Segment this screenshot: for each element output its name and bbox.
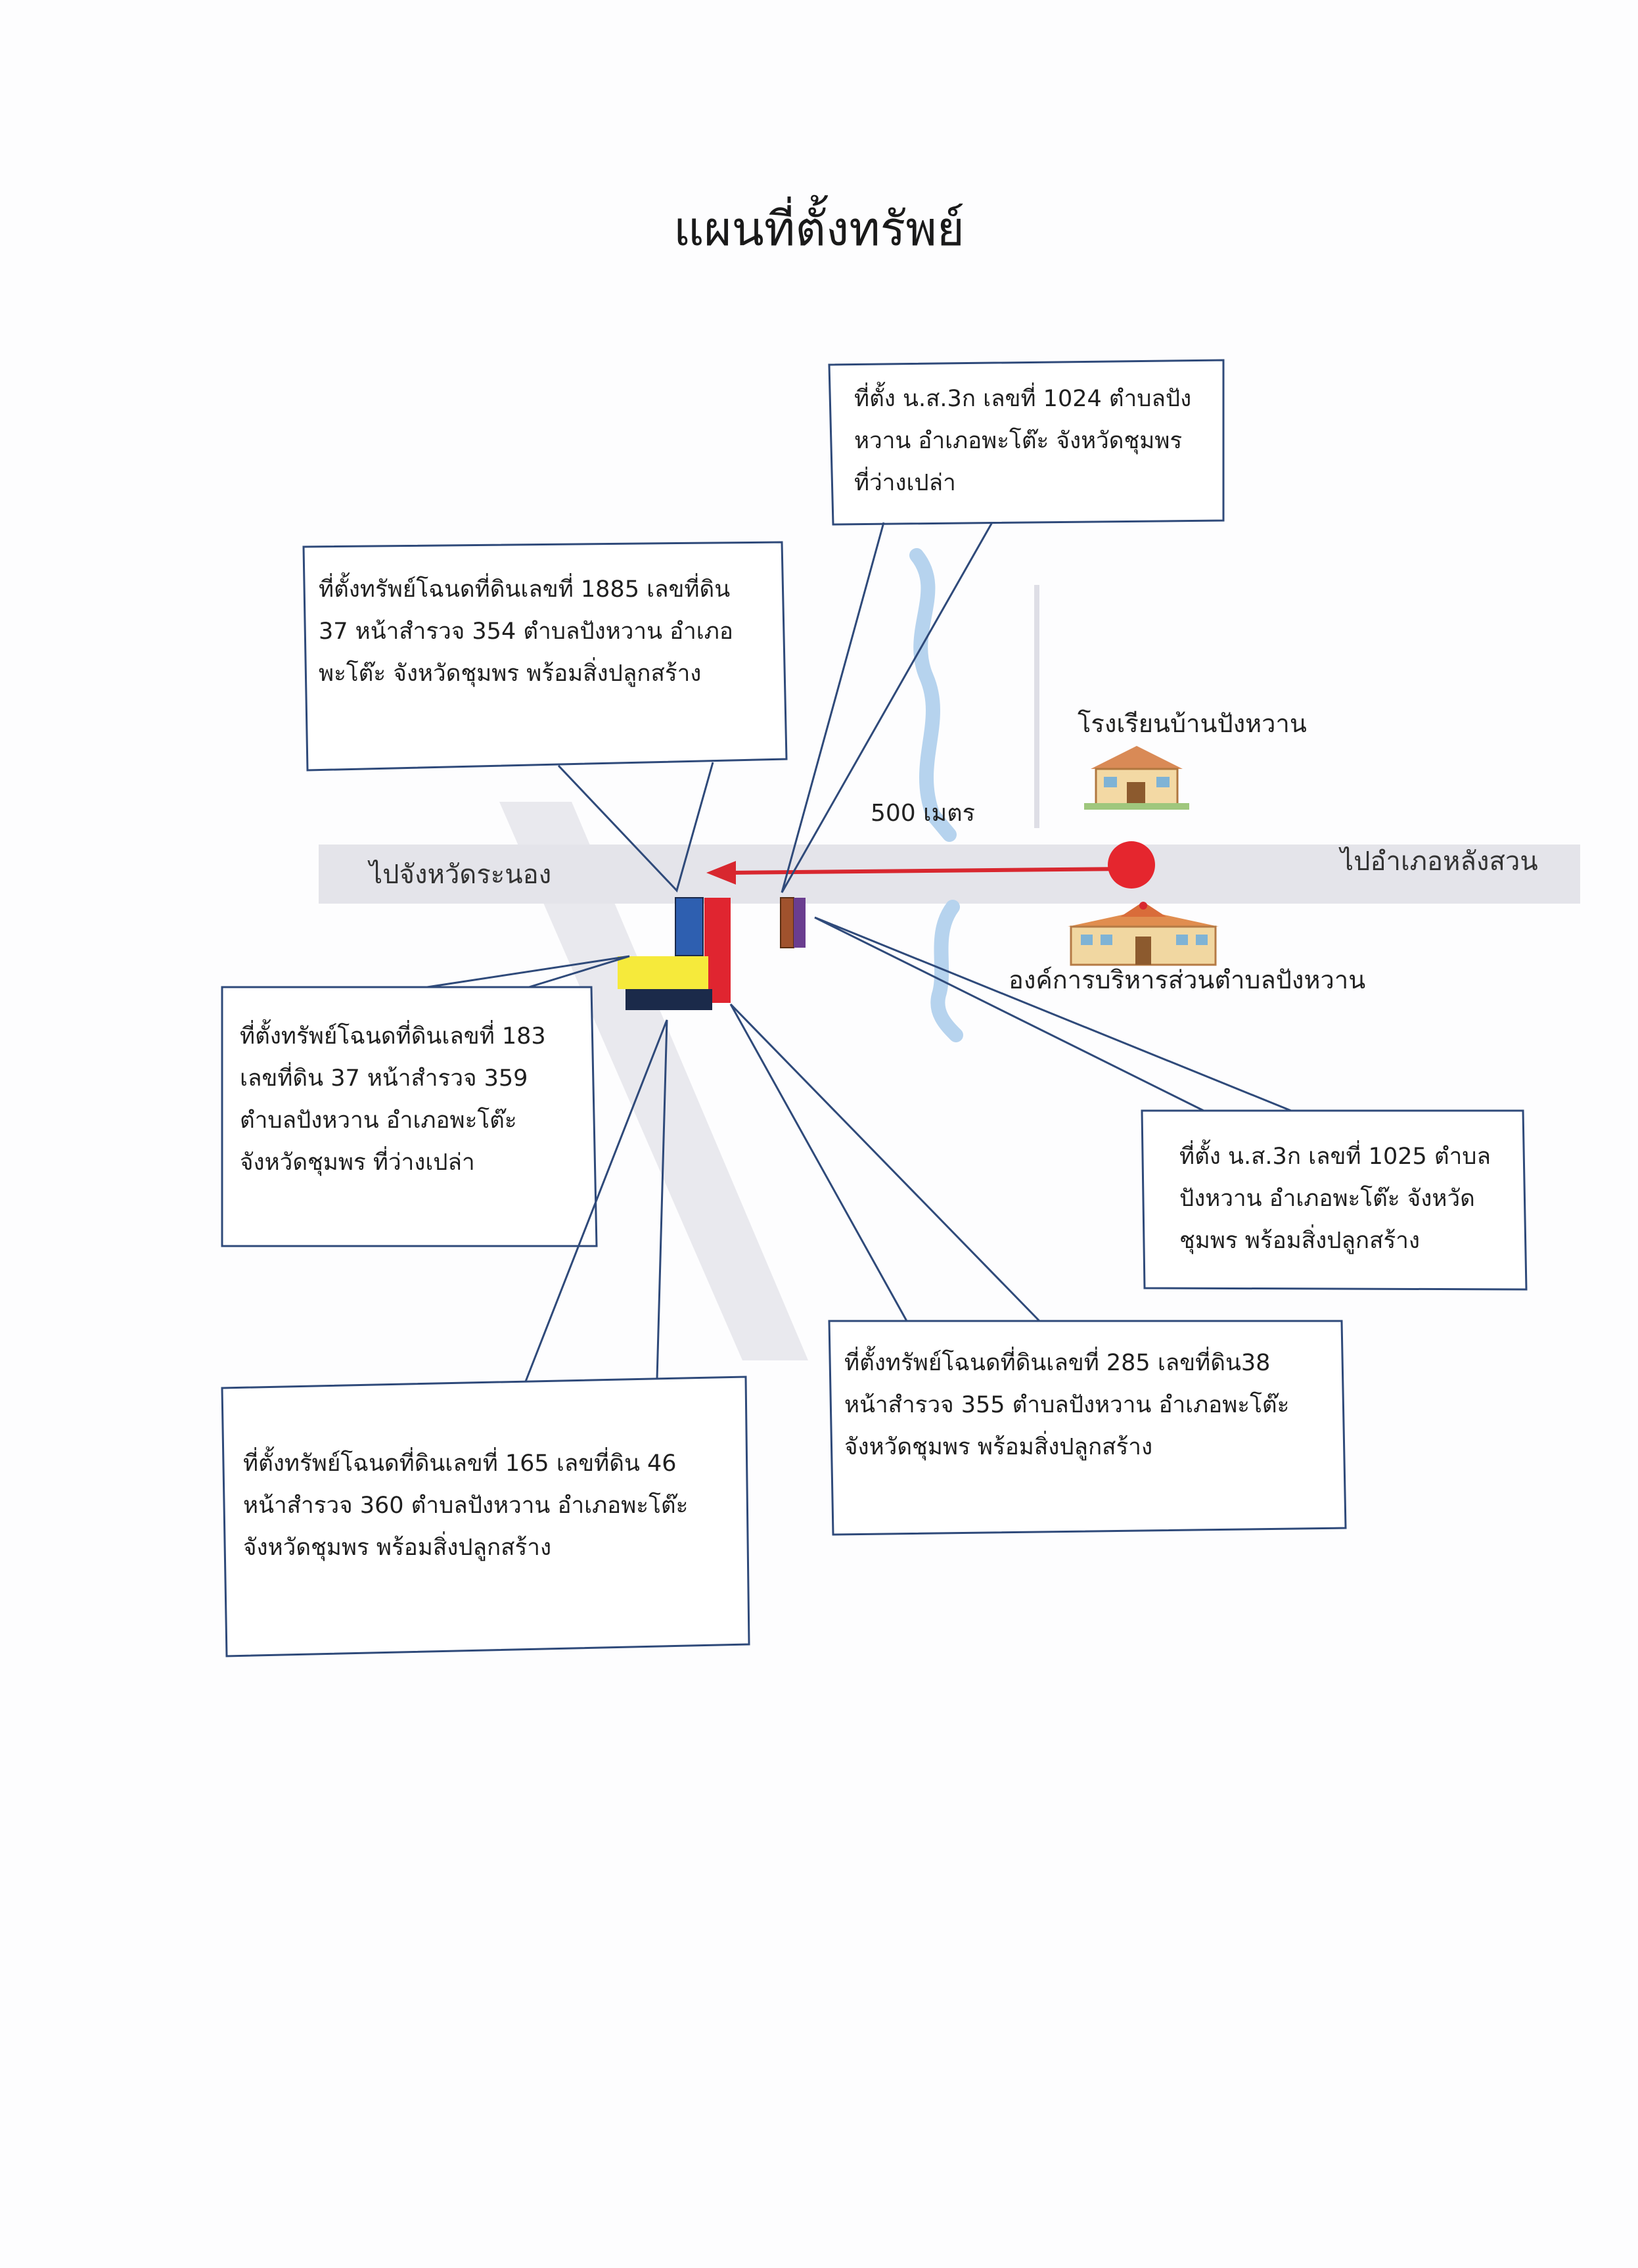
leader-deed-285 bbox=[729, 1003, 1041, 1322]
callout-line: ตำบลปังหวาน อำเภอพะโต๊ะ bbox=[240, 1107, 517, 1134]
callout-box-ns3k-1025 bbox=[1141, 1109, 1528, 1291]
leader-ns3k-1024 bbox=[781, 522, 993, 893]
callout-line: ที่ตั้ง น.ส.3ก เลขที่ 1024 ตำบลปัง bbox=[854, 386, 1192, 412]
callout-line: ปังหวาน อำเภอพะโต๊ะ จังหวัด bbox=[1179, 1186, 1475, 1212]
callout-line: ที่ตั้งทรัพย์โฉนดที่ดินเลขที่ 285 เลขที่… bbox=[844, 1350, 1271, 1376]
origin-point bbox=[1108, 841, 1155, 889]
callout-deed-183: ที่ตั้งทรัพย์โฉนดที่ดินเลขที่ 183 เลขที่… bbox=[240, 1015, 546, 1184]
school-label: โรงเรียนบ้านปังหวาน bbox=[1078, 709, 1307, 738]
callout-line: ชุมพร พร้อมสิ่งปลูกสร้าง bbox=[1179, 1228, 1420, 1254]
callout-ns3k-1025: ที่ตั้ง น.ส.3ก เลขที่ 1025 ตำบล ปังหวาน … bbox=[1179, 1136, 1491, 1262]
road-label-right: ไปอำเภอหลังสวน bbox=[1340, 846, 1538, 877]
parcel-ns3k-1025 bbox=[794, 898, 806, 948]
page-title: แผนที่ตั้งทรัพย์ bbox=[673, 201, 965, 256]
parcel-deed-285 bbox=[704, 898, 731, 1003]
callout-line: หน้าสำรวจ 355 ตำบลปังหวาน อำเภอพะโต๊ะ bbox=[844, 1392, 1290, 1418]
callout-ns3k-1024: ที่ตั้ง น.ส.3ก เลขที่ 1024 ตำบลปัง หวาน … bbox=[854, 378, 1191, 504]
distance-arrow-head bbox=[706, 861, 736, 885]
callout-box-deed-285 bbox=[828, 1320, 1347, 1536]
sao-label: องค์การบริหารส่วนตำบลปังหวาน bbox=[1009, 965, 1366, 994]
callout-line: ที่ตั้งทรัพย์โฉนดที่ดินเลขที่ 165 เลขที่… bbox=[243, 1450, 677, 1477]
parcel-ns3k-1024 bbox=[780, 897, 794, 948]
parcel-deed-1885 bbox=[675, 897, 704, 956]
callout-line: ที่ตั้ง น.ส.3ก เลขที่ 1025 ตำบล bbox=[1179, 1144, 1491, 1170]
distance-arrow-shaft bbox=[729, 867, 1131, 875]
parcel-deed-183 bbox=[618, 956, 708, 989]
callout-line: ที่ตั้งทรัพย์โฉนดที่ดินเลขที่ 1885 เลขที… bbox=[319, 576, 731, 603]
leader-deed-183 bbox=[426, 955, 630, 988]
callout-line: พะโต๊ะ จังหวัดชุมพร พร้อมสิ่งปลูกสร้าง bbox=[319, 660, 702, 687]
callout-box-deed-165 bbox=[221, 1376, 750, 1657]
callout-deed-165: ที่ตั้งทรัพย์โฉนดที่ดินเลขที่ 165 เลขที่… bbox=[243, 1443, 688, 1569]
callout-line: เลขที่ดิน 37 หน้าสำรวจ 359 bbox=[240, 1065, 528, 1092]
callout-deed-285: ที่ตั้งทรัพย์โฉนดที่ดินเลขที่ 285 เลขที่… bbox=[844, 1342, 1289, 1468]
road-label-left: ไปจังหวัดระนอง bbox=[369, 860, 552, 890]
leader-deed-165 bbox=[524, 1019, 668, 1382]
callout-line: จังหวัดชุมพร ที่ว่างเปล่า bbox=[240, 1149, 475, 1176]
sao-building-icon bbox=[1068, 902, 1219, 966]
callout-line: จังหวัดชุมพร พร้อมสิ่งปลูกสร้าง bbox=[243, 1535, 552, 1561]
callout-deed-1885: ที่ตั้งทรัพย์โฉนดที่ดินเลขที่ 1885 เลขที… bbox=[319, 568, 733, 695]
callout-line: ที่ว่างเปล่า bbox=[854, 470, 956, 496]
callout-line: หวาน อำเภอพะโต๊ะ จังหวัดชุมพร bbox=[854, 428, 1183, 454]
callout-box-deed-1885 bbox=[302, 541, 788, 772]
distance-label: 500 เมตร bbox=[871, 800, 975, 827]
main-road bbox=[319, 845, 1580, 904]
diagonal-road bbox=[499, 802, 808, 1360]
leader-deed-1885 bbox=[557, 762, 714, 892]
callout-line: ที่ตั้งทรัพย์โฉนดที่ดินเลขที่ 183 bbox=[240, 1023, 546, 1050]
callout-line: 37 หน้าสำรวจ 354 ตำบลปังหวาน อำเภอ bbox=[319, 618, 733, 645]
callout-line: จังหวัดชุมพร พร้อมสิ่งปลูกสร้าง bbox=[844, 1434, 1153, 1460]
parcel-deed-165 bbox=[626, 989, 712, 1010]
callout-line: หน้าสำรวจ 360 ตำบลปังหวาน อำเภอพะโต๊ะ bbox=[243, 1493, 689, 1519]
river bbox=[909, 548, 963, 1042]
callout-box-ns3k-1024 bbox=[828, 359, 1225, 526]
callout-box-deed-183 bbox=[221, 986, 598, 1247]
school-icon bbox=[1084, 746, 1189, 810]
leader-ns3k-1025 bbox=[814, 916, 1292, 1112]
